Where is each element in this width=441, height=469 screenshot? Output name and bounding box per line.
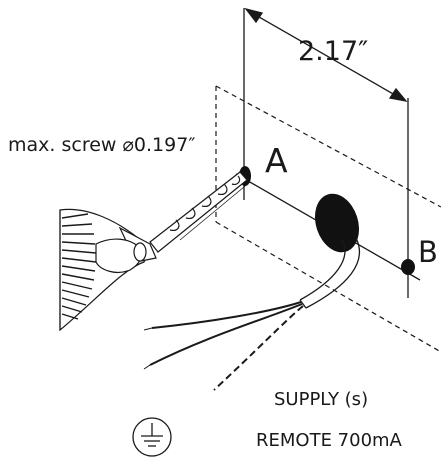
ground-symbol-icon <box>132 417 172 457</box>
point-b-label: B <box>418 235 438 269</box>
remote-label: REMOTE 700mA <box>256 430 402 451</box>
lamp-fixture-icon <box>59 208 157 332</box>
drill-bit-icon <box>149 171 251 253</box>
dimension-label: 2.17″ <box>298 36 369 67</box>
supply-label: SUPPLY (s) <box>274 389 369 410</box>
point-a-label: A <box>265 141 288 180</box>
max-screw-label: max. screw ⌀0.197″ <box>8 134 196 156</box>
mount-point-b <box>401 259 415 275</box>
supply-cable <box>143 237 361 391</box>
mounting-plane <box>215 85 441 353</box>
cable-grommet <box>314 193 360 253</box>
